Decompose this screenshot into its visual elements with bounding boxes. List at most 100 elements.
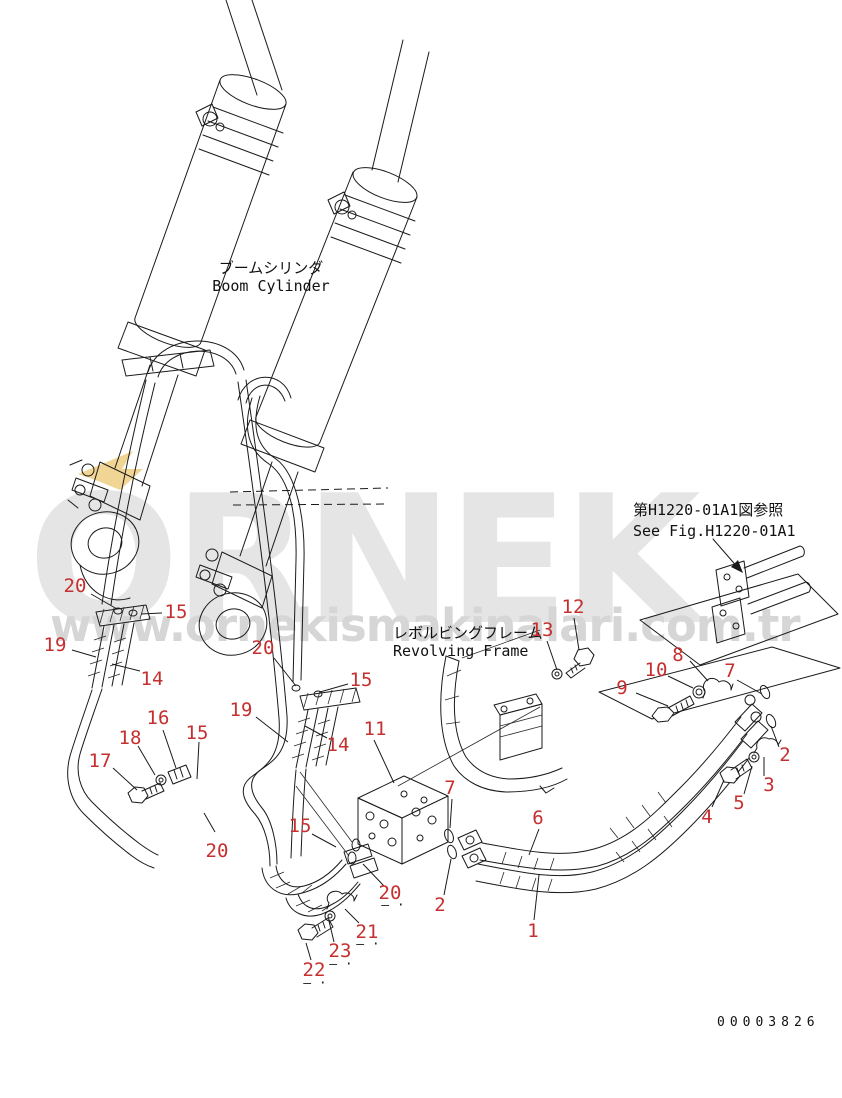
leader-line-14 [111,663,141,672]
leader-line-19 [71,649,97,658]
leader-line-17 [112,767,138,791]
o-ring-2 [447,844,457,860]
leader-line-6 [528,828,540,856]
leader-line-20 [273,657,297,687]
leader-line-16 [162,729,177,769]
hose-1-and-6 [475,684,777,894]
callout-16: 16 [147,707,170,729]
see-fig-label-jp: 第H1220-01A1図参照 [633,501,783,519]
leader-line-2 [770,725,780,748]
callout-15: 15 [350,669,373,691]
revolving-frame-label-jp: レボルビングフレーム [393,624,543,642]
leader-line-15 [140,612,163,615]
callout-19: 19 [44,634,67,656]
callout-20: 20 [206,840,229,862]
callout-22: 22 [303,959,326,981]
bolt-22 [297,923,319,941]
callout-5: 5 [733,792,744,814]
boom-cylinder-label-jp: ブームシリンダ [219,259,324,277]
leader-line-4 [711,779,725,808]
callout-18: 18 [119,727,142,749]
clamp-21 [326,890,358,910]
manifold-block [347,706,541,869]
leader-line-21 [344,908,360,924]
leader-line-9 [635,692,669,707]
leader-line-5 [743,765,753,795]
leader-line-7 [736,679,763,695]
leader-line-10 [667,675,694,689]
leader-line-15 [196,741,200,780]
callout-14: 14 [141,668,164,690]
leader-line-15 [311,833,337,848]
bottom-hose-assembly [261,771,379,917]
callout-6: 6 [532,807,543,829]
callout-8: 8 [672,644,683,666]
leader-line-8 [689,660,709,682]
revolving-frame [440,573,841,794]
o-ring-20 [351,838,361,852]
callout-20: 20 [252,637,275,659]
watermark-url-text: www.ornekismakinalari.com.tr [50,599,801,652]
o-ring-7 [759,684,771,700]
see-fig-hose-unit [711,538,811,644]
leader-line-14 [304,725,328,739]
tube-flange-assembly-right [290,684,361,859]
revolving-frame-label-en: Revolving Frame [393,642,528,660]
tube-flange-assembly-left [67,604,159,869]
callout-3: 3 [763,774,774,796]
callout-1: 1 [527,920,538,942]
callout-20: 20 [379,882,402,904]
see-fig-arrowhead [731,560,743,573]
callout-17: 17 [89,750,112,772]
callout-10: 10 [645,659,668,681]
bolt-9 [651,706,675,723]
callout-13: 13 [531,619,554,641]
leader-line-20 [90,593,118,610]
leader-line-11 [373,739,395,784]
callout-12: 12 [562,596,585,618]
callout-11: 11 [364,718,387,740]
callout-4: 4 [701,806,712,828]
callout-2: 2 [434,894,445,916]
callout-14: 14 [327,734,350,756]
washer-5 [748,751,760,763]
leader-line-2 [443,858,452,896]
callout-21: 21 [356,921,379,943]
watermark-brand-text: ORNEK [28,457,707,664]
callout-20: 20 [64,575,87,597]
cylinder-pipes [101,340,389,867]
leader-line-19 [255,716,289,743]
leader-line-7 [449,798,453,829]
bolt-12 [573,647,595,667]
washer-18 [155,774,167,786]
boom-cylinder-label-en: Boom Cylinder [212,277,329,295]
leader-line-12 [573,617,580,651]
callout-7: 7 [724,660,735,682]
o-ring-7 [444,828,454,844]
watermark-logo-flag [78,451,143,490]
watermark-layer: ORNEK www.ornekismakinalari.com.tr [28,451,802,664]
callout-15: 15 [289,815,312,837]
leader-line-18 [137,745,156,776]
right-boom-cylinder [195,39,430,656]
callout-23: 23 [329,940,352,962]
o-ring-2 [765,713,777,729]
leader-line-13 [546,640,558,671]
callout-15: 15 [165,601,188,623]
ref-mark-2: – · [356,937,379,952]
see-fig-label-en: See Fig.H1220-01A1 [633,522,796,540]
clamp-3 [753,737,782,754]
leader-line-23 [328,920,335,943]
leader-line-20 [203,812,216,833]
leader-line-15 [319,683,349,693]
callout-2: 2 [779,744,790,766]
fitting-16 [167,764,192,785]
callout-19: 19 [230,699,253,721]
leader-line-1 [533,874,540,921]
o-ring-20 [347,851,357,865]
text-labels: ブームシリンダ Boom Cylinder 第H1220-01A1図参照 See… [212,259,814,1030]
ref-mark-4: – · [303,976,326,991]
